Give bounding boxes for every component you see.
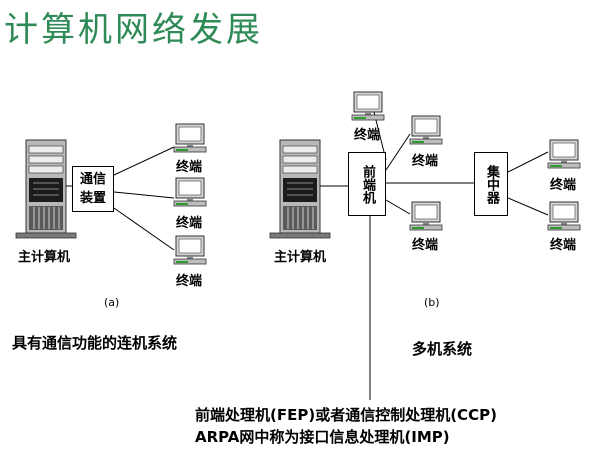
link-device-terminal-3	[113, 207, 175, 251]
terminal-label: 终端	[176, 274, 203, 289]
host-computer-icon	[269, 139, 331, 239]
terminal-icon	[409, 115, 443, 145]
diagram-a-caption: 具有通信功能的连机系统	[12, 334, 178, 352]
diagram-a	[15, 123, 207, 265]
diagram-b-sublabel: (b)	[424, 296, 440, 309]
terminal-icon	[547, 201, 581, 231]
link-device-terminal-2	[113, 191, 175, 199]
concentrator-box: 集中器	[474, 152, 508, 216]
terminal-label: 终端	[550, 238, 577, 253]
terminal-icon	[173, 123, 207, 153]
terminal-icon	[351, 91, 385, 121]
terminal-label: 终端	[550, 178, 577, 193]
footnote-line-2: ARPA网中称为接口信息处理机(IMP)	[195, 428, 450, 446]
front-end-processor-box: 前端机	[348, 152, 386, 216]
link-fep-terminal-1	[385, 133, 411, 171]
terminal-label: 终端	[176, 160, 203, 175]
page-title: 计算机网络发展	[4, 10, 263, 50]
link-concentrator-terminal-2	[507, 197, 549, 216]
terminal-label: 终端	[176, 216, 203, 231]
host-computer-label: 主计算机	[18, 250, 71, 265]
diagram-a-sublabel: (a)	[104, 296, 120, 309]
terminal-icon	[173, 177, 207, 207]
link-fep-terminal-2	[385, 199, 411, 215]
host-computer-icon	[15, 139, 77, 239]
terminal-icon	[409, 201, 443, 231]
terminal-icon	[173, 235, 207, 265]
terminal-label: 终端	[354, 128, 381, 143]
link-concentrator-terminal-1	[507, 151, 549, 173]
link-device-terminal-1	[113, 146, 175, 176]
diagram-b	[269, 91, 581, 400]
host-computer-label: 主计算机	[274, 250, 327, 265]
terminal-label: 终端	[412, 154, 439, 169]
diagram-b-caption: 多机系统	[412, 340, 473, 358]
communication-device-box: 通信装置	[72, 166, 114, 212]
footnote-line-1: 前端处理机(FEP)或者通信控制处理机(CCP)	[195, 406, 497, 424]
terminal-label: 终端	[412, 238, 439, 253]
terminal-icon	[547, 139, 581, 169]
